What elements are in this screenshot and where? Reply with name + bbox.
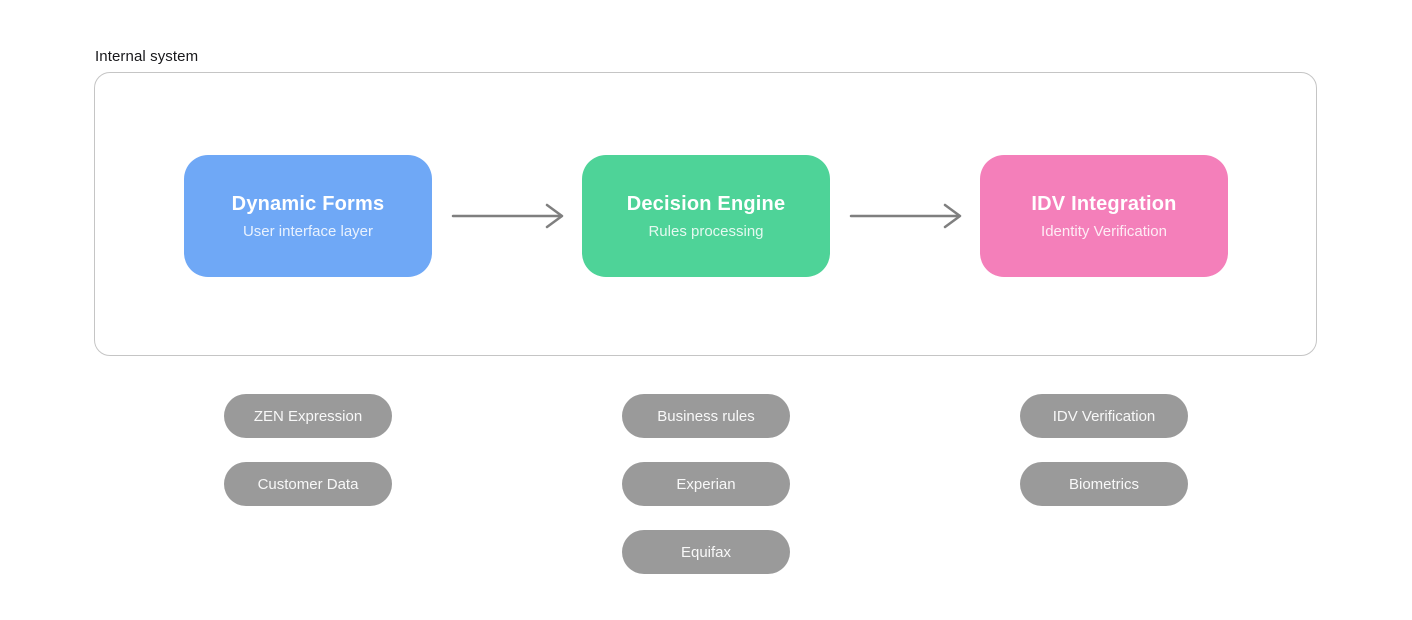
node-dynamic-forms[interactable]: Dynamic Forms User interface layer [184,155,432,277]
node-subtitle-idv-integration: Identity Verification [1041,222,1167,240]
tag-equifax[interactable]: Equifax [622,530,790,574]
tag-zen-expression[interactable]: ZEN Expression [224,394,392,438]
node-idv-integration[interactable]: IDV Integration Identity Verification [980,155,1228,277]
tag-customer-data[interactable]: Customer Data [224,462,392,506]
internal-system-container [94,72,1317,356]
node-title-dynamic-forms: Dynamic Forms [231,192,385,215]
node-title-decision-engine: Decision Engine [626,192,786,215]
tag-business-rules[interactable]: Business rules [622,394,790,438]
internal-system-label: Internal system [95,48,199,65]
tag-idv-verification[interactable]: IDV Verification [1020,394,1188,438]
tag-biometrics[interactable]: Biometrics [1020,462,1188,506]
node-subtitle-decision-engine: Rules processing [648,222,764,240]
node-title-idv-integration: IDV Integration [1031,192,1177,215]
tag-experian[interactable]: Experian [622,462,790,506]
node-decision-engine[interactable]: Decision Engine Rules processing [582,155,830,277]
node-subtitle-dynamic-forms: User interface layer [242,222,374,240]
